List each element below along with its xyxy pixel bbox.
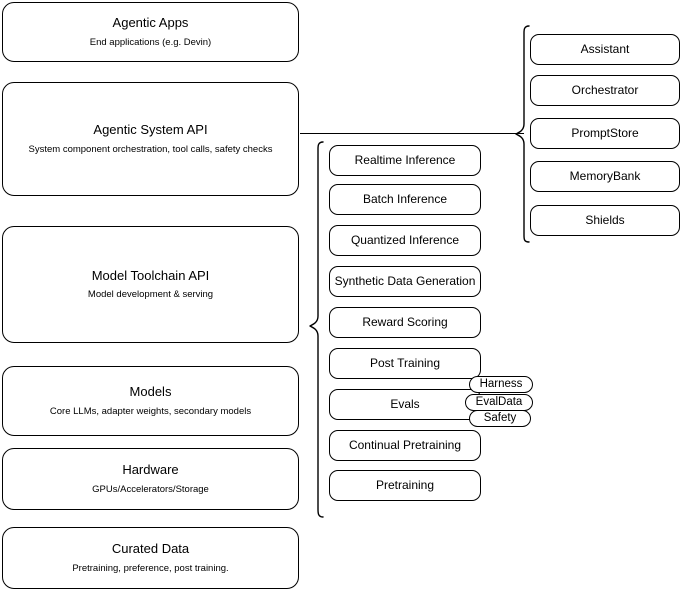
layer-title: Agentic Apps <box>112 15 189 31</box>
layer-title: Curated Data <box>111 541 190 557</box>
pill-label: Post Training <box>369 356 441 370</box>
oval-label: Harness <box>479 377 523 390</box>
connector-system-api-to-components <box>300 133 524 134</box>
toolchain-realtime-inference[interactable]: Realtime Inference <box>329 145 481 176</box>
oval-label: EvalData <box>475 395 523 408</box>
pill-label: Shields <box>585 213 625 227</box>
brace-system-components <box>515 25 530 243</box>
eval-subcomponent-evaldata[interactable]: EvalData <box>465 394 533 411</box>
toolchain-pretraining[interactable]: Pretraining <box>329 470 481 501</box>
toolchain-continual-pretraining[interactable]: Continual Pretraining <box>329 430 481 461</box>
pill-label: Batch Inference <box>362 192 448 206</box>
layer-title: Agentic System API <box>93 122 208 138</box>
layer-model-toolchain-api[interactable]: Model Toolchain API Model development & … <box>2 226 299 343</box>
toolchain-quantized-inference[interactable]: Quantized Inference <box>329 225 481 256</box>
pill-label: Pretraining <box>375 478 435 492</box>
pill-label: Realtime Inference <box>354 153 456 167</box>
layer-title: Hardware <box>122 462 179 478</box>
layer-curated-data[interactable]: Curated Data Pretraining, preference, po… <box>2 527 299 589</box>
pill-label: Evals <box>390 397 420 411</box>
layer-agentic-system-api[interactable]: Agentic System API System component orch… <box>2 82 299 196</box>
layer-agentic-apps[interactable]: Agentic Apps End applications (e.g. Devi… <box>2 2 299 62</box>
layer-subtitle: Core LLMs, adapter weights, secondary mo… <box>49 405 252 417</box>
pill-label: Synthetic Data Generation <box>334 274 476 288</box>
layer-subtitle: End applications (e.g. Devin) <box>89 36 212 48</box>
system-component-orchestrator[interactable]: Orchestrator <box>530 75 680 106</box>
layer-subtitle: System component orchestration, tool cal… <box>28 143 273 155</box>
pill-label: MemoryBank <box>569 169 641 183</box>
oval-label: Safety <box>483 411 517 424</box>
pill-label: PromptStore <box>571 126 639 140</box>
system-component-assistant[interactable]: Assistant <box>530 34 680 65</box>
pill-label: Reward Scoring <box>362 315 448 329</box>
pill-label: Quantized Inference <box>350 233 460 247</box>
layer-subtitle: Pretraining, preference, post training. <box>72 562 229 574</box>
toolchain-synthetic-data-generation[interactable]: Synthetic Data Generation <box>329 266 481 297</box>
toolchain-evals[interactable]: Evals <box>329 389 481 420</box>
layer-title: Models <box>129 384 172 400</box>
brace-toolchain <box>309 141 324 518</box>
eval-subcomponent-safety[interactable]: Safety <box>469 410 531 427</box>
layer-hardware[interactable]: Hardware GPUs/Accelerators/Storage <box>2 448 299 510</box>
layer-subtitle: Model development & serving <box>87 289 214 301</box>
system-component-shields[interactable]: Shields <box>530 205 680 236</box>
layer-subtitle: GPUs/Accelerators/Storage <box>92 483 209 495</box>
eval-subcomponent-harness[interactable]: Harness <box>469 376 533 393</box>
pill-label: Assistant <box>580 42 630 56</box>
layer-title: Model Toolchain API <box>91 267 210 283</box>
toolchain-reward-scoring[interactable]: Reward Scoring <box>329 307 481 338</box>
toolchain-post-training[interactable]: Post Training <box>329 348 481 379</box>
toolchain-batch-inference[interactable]: Batch Inference <box>329 184 481 215</box>
system-component-promptstore[interactable]: PromptStore <box>530 118 680 149</box>
pill-label: Continual Pretraining <box>348 438 462 452</box>
layer-models[interactable]: Models Core LLMs, adapter weights, secon… <box>2 366 299 436</box>
pill-label: Orchestrator <box>571 83 639 97</box>
system-component-memorybank[interactable]: MemoryBank <box>530 161 680 192</box>
